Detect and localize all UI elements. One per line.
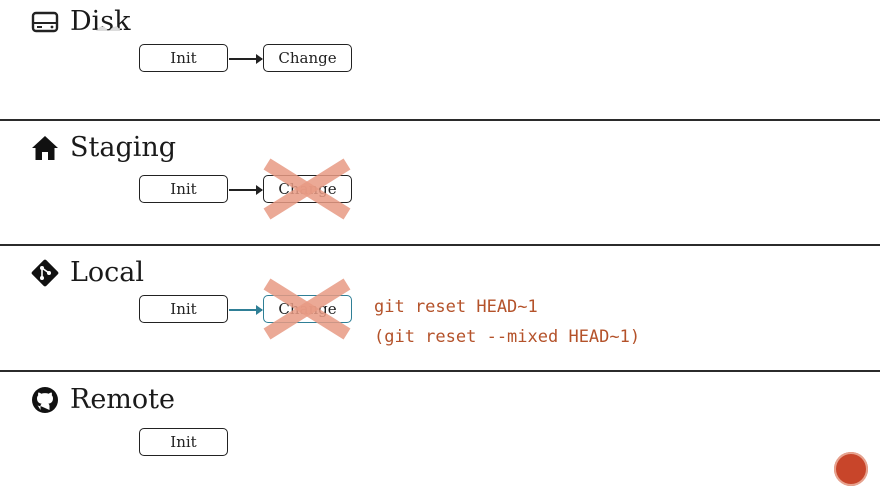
section-title: Staging — [70, 132, 177, 163]
commit-node-init: Init — [139, 428, 228, 456]
section-title: Disk — [70, 6, 131, 37]
commit-node-init: Init — [139, 175, 228, 203]
section-heading-remote: Remote — [30, 384, 175, 415]
command-reset: git reset HEAD~1 — [374, 297, 538, 317]
slide-badge-icon — [834, 452, 868, 486]
removed-cross-icon — [263, 158, 351, 220]
watermark: ☁☁ — [95, 20, 121, 35]
section-heading-disk: Disk — [30, 6, 131, 37]
section-title: Local — [70, 257, 145, 288]
commit-arrow — [229, 305, 263, 315]
commit-arrow — [229, 54, 263, 64]
removed-cross-icon — [263, 278, 351, 340]
section-divider — [0, 119, 880, 121]
section-heading-local: Local — [30, 257, 144, 288]
house-icon — [30, 133, 60, 163]
commit-node-init: Init — [139, 44, 228, 72]
disk-drive-icon — [30, 7, 60, 37]
section-divider — [0, 244, 880, 246]
command-reset-mixed: (git reset --mixed HEAD~1) — [374, 327, 641, 347]
commit-node-init: Init — [139, 295, 228, 323]
section-heading-staging: Staging — [30, 132, 176, 163]
commit-arrow — [229, 185, 263, 195]
commit-node-change: Change — [263, 44, 352, 72]
section-divider — [0, 370, 880, 372]
section-title: Remote — [70, 384, 175, 415]
git-icon — [30, 258, 60, 288]
github-icon — [30, 385, 60, 415]
